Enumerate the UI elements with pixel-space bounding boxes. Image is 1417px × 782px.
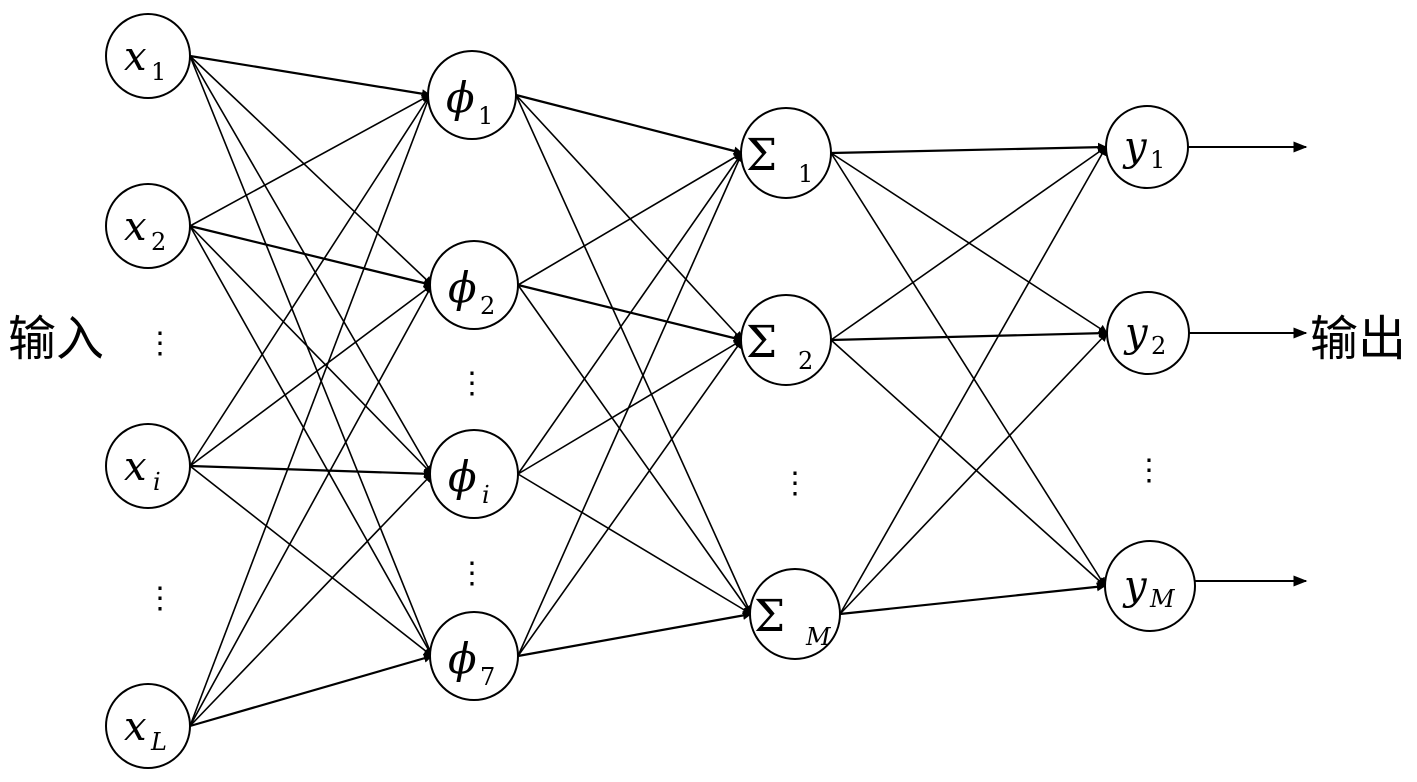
edge-sum-2-output-0 xyxy=(839,146,1107,615)
edge-hidden-2-sum-2 xyxy=(517,473,752,615)
edge-input-2-hidden-0 xyxy=(189,94,431,467)
edge-sum-2-output-1 xyxy=(839,332,1108,615)
hidden-node-phi7-sub: 7 xyxy=(480,663,495,691)
sum-node-M-sub: M xyxy=(805,623,832,651)
output-node-y1: y 1 xyxy=(1105,105,1189,189)
edge-input-1-hidden-1 xyxy=(189,224,433,288)
sum-node-M: Σ M xyxy=(749,568,841,660)
sum-node-1: Σ 1 xyxy=(740,107,832,199)
sum-node-2-base: Σ xyxy=(746,317,777,368)
hidden-node-phi2: ϕ 2 xyxy=(429,240,519,330)
output-node-y1-base: y xyxy=(1122,124,1148,170)
hidden-node-phi7: ϕ 7 xyxy=(429,611,519,701)
hidden-node-phi7-base: ϕ xyxy=(448,634,477,683)
edge-input-3-hidden-3 xyxy=(189,653,433,728)
input-node-xL-sub: L xyxy=(150,728,167,756)
input-ellipsis-top: ⋮ xyxy=(145,326,175,361)
output-node-yM-base: y xyxy=(1122,563,1148,609)
edge-input-3-hidden-1 xyxy=(189,284,433,727)
edge-hidden-3-sum-2 xyxy=(517,611,752,658)
input-node-x1-base: x xyxy=(124,34,147,80)
output-node-yM-sub: M xyxy=(1149,585,1176,613)
output-node-y2: y 2 xyxy=(1106,291,1190,375)
connection-lines xyxy=(189,54,1108,728)
edge-input-0-hidden-3 xyxy=(189,55,434,657)
output-node-yM: y M xyxy=(1104,540,1196,632)
output-label: 输出 xyxy=(1310,311,1406,367)
hidden-node-phii-base: ϕ xyxy=(448,452,477,501)
output-ellipsis: ⋮ xyxy=(1134,453,1164,488)
sum-node-2: Σ 2 xyxy=(740,294,832,386)
edge-hidden-3-sum-0 xyxy=(517,152,743,657)
edge-hidden-2-sum-0 xyxy=(517,152,743,475)
edge-input-2-hidden-3 xyxy=(189,465,433,657)
edge-input-2-hidden-2 xyxy=(189,464,433,479)
edge-hidden-0-sum-1 xyxy=(515,94,743,341)
input-node-x2: x 2 xyxy=(105,183,191,269)
input-node-xi: x i xyxy=(105,423,191,509)
sum-node-1-base: Σ xyxy=(746,130,777,181)
edge-sum-0-output-0 xyxy=(830,142,1107,155)
sum-node-2-sub: 2 xyxy=(798,347,813,375)
edge-hidden-1-sum-0 xyxy=(517,152,743,286)
input-ellipsis-bottom: ⋮ xyxy=(145,581,175,616)
edge-hidden-1-sum-2 xyxy=(517,284,752,615)
edge-input-1-hidden-3 xyxy=(189,225,433,657)
output-arrows xyxy=(1188,141,1308,587)
edge-input-3-hidden-0 xyxy=(189,94,432,727)
hidden-ellipsis-top: ⋮ xyxy=(457,366,487,401)
sum-node-1-sub: 1 xyxy=(798,160,813,188)
edge-input-0-hidden-2 xyxy=(189,55,433,475)
sum-ellipsis: ⋮ xyxy=(780,466,810,501)
sum-node-M-base: Σ xyxy=(754,591,785,642)
edge-hidden-0-sum-2 xyxy=(515,94,752,615)
output-node-y2-sub: 2 xyxy=(1151,332,1166,360)
edge-sum-1-output-0 xyxy=(830,146,1107,341)
input-node-xL-base: x xyxy=(124,704,147,750)
hidden-node-phi1-sub: 1 xyxy=(478,102,493,130)
edge-hidden-2-sum-1 xyxy=(517,339,743,475)
input-node-xi-sub: i xyxy=(153,468,161,496)
hidden-node-phii: ϕ i xyxy=(429,429,519,519)
edge-hidden-0-sum-0 xyxy=(515,93,743,156)
input-node-xL: x L xyxy=(105,683,191,769)
edge-input-1-hidden-2 xyxy=(189,225,433,475)
edge-sum-1-output-2 xyxy=(830,339,1106,587)
edge-input-1-hidden-0 xyxy=(189,94,431,227)
input-node-x2-sub: 2 xyxy=(151,228,166,256)
input-node-x1-sub: 1 xyxy=(151,58,166,86)
edge-input-0-hidden-1 xyxy=(189,55,433,286)
output-node-y1-sub: 1 xyxy=(1150,146,1165,174)
input-node-xi-base: x xyxy=(124,444,147,490)
input-node-x2-base: x xyxy=(124,204,147,250)
edge-sum-2-output-2 xyxy=(839,582,1106,616)
edge-hidden-3-sum-1 xyxy=(517,339,743,657)
edge-input-2-hidden-1 xyxy=(189,284,433,467)
hidden-node-phii-sub: i xyxy=(482,481,490,509)
hidden-ellipsis-bottom: ⋮ xyxy=(457,556,487,591)
hidden-node-phi1: ϕ 1 xyxy=(427,50,517,140)
hidden-node-phi2-base: ϕ xyxy=(448,263,477,312)
edge-sum-0-output-2 xyxy=(830,152,1106,587)
input-label: 输入 xyxy=(8,311,104,367)
edge-input-0-hidden-0 xyxy=(189,54,431,99)
edge-input-3-hidden-2 xyxy=(189,473,433,727)
output-node-y2-base: y xyxy=(1123,310,1149,356)
hidden-node-phi1-base: ϕ xyxy=(446,73,475,122)
hidden-node-phi2-sub: 2 xyxy=(480,292,495,320)
edge-sum-1-output-1 xyxy=(830,328,1108,342)
input-node-x1: x 1 xyxy=(105,13,191,99)
